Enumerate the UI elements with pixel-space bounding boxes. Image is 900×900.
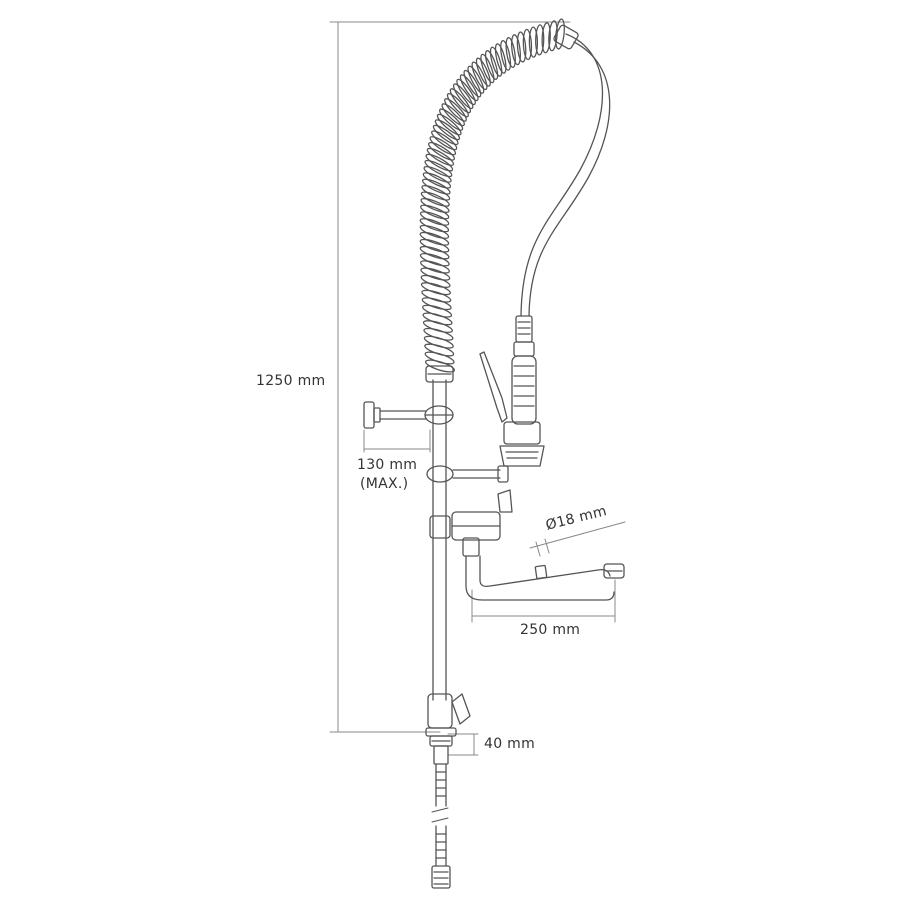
spray-head (499, 445, 545, 467)
spring-coil (422, 312, 453, 326)
valve-handle (497, 489, 513, 513)
hose-lower-ferrule (515, 315, 533, 343)
spring-coil (423, 335, 454, 349)
spring-base-collar (425, 365, 454, 383)
spring-coil (427, 141, 456, 161)
mixing-valve (429, 489, 513, 557)
spring-coil (446, 93, 469, 118)
spring-coil (419, 238, 450, 253)
supply-hose (431, 745, 451, 889)
spring-coil (528, 26, 539, 58)
spring-coil (421, 184, 451, 201)
hose-top-connector (553, 24, 579, 50)
dimension-lines (329, 21, 626, 756)
spring-coil (422, 304, 453, 318)
pre-rinse-spring (419, 18, 565, 373)
spring-coil (424, 343, 455, 357)
wall-bracket-reach-label: 130 mm (357, 457, 418, 473)
spring-coil (429, 136, 457, 156)
spring-coil (439, 108, 464, 131)
spring-coil (432, 124, 459, 146)
spout-reach-label: 250 mm (520, 622, 581, 638)
spring-coil (419, 211, 450, 226)
spring-coil (420, 198, 450, 213)
spring-coil (459, 74, 479, 102)
spring-coil (424, 159, 453, 178)
spring-coil (500, 40, 512, 71)
spout-outlet (603, 563, 625, 579)
spring-coil (471, 61, 488, 91)
spring-coil (511, 34, 521, 66)
break-mark-bottom (431, 817, 449, 823)
spring-coil (419, 245, 450, 260)
diameter-tick-a (535, 541, 541, 557)
spring-coil (449, 88, 472, 114)
spring-coil (419, 218, 450, 233)
spring-coil (422, 172, 452, 189)
spring-coil (494, 43, 507, 74)
wall-bracket-reach-note: (MAX.) (360, 476, 409, 492)
spring-coil (423, 327, 454, 341)
spring-coil (423, 166, 452, 183)
spring-coil (420, 191, 450, 207)
spring-coil (422, 320, 453, 334)
spring-coil (419, 252, 450, 267)
spring-coil (489, 46, 503, 77)
spring-coil (484, 50, 499, 80)
spring-coil (431, 130, 458, 151)
base-height-label: 40 mm (484, 736, 536, 752)
spring-coil (419, 231, 450, 246)
base-valve-handle (451, 693, 471, 725)
spring-coil (420, 282, 451, 296)
spring-coil (452, 83, 474, 110)
spring-coil (436, 113, 462, 136)
spring-coil (548, 20, 558, 52)
spray-holder-arm (426, 465, 509, 483)
spring-coil (434, 119, 461, 141)
spray-gun (479, 341, 545, 467)
spring-coil (420, 274, 451, 288)
supply-hose-nut (431, 865, 451, 889)
spring-coil (475, 57, 491, 87)
spring-coil (535, 24, 545, 56)
swivel-spout (465, 555, 625, 601)
total-height-label: 1250 mm (256, 373, 326, 389)
riser-column (425, 365, 454, 701)
spring-coil (444, 98, 467, 122)
flexible-hose (515, 24, 611, 343)
spring-coil (426, 147, 455, 166)
spring-coil (467, 65, 485, 94)
spring-coil (516, 31, 527, 63)
spring-coil (419, 224, 450, 239)
spring-coil (463, 69, 482, 98)
spray-trigger-lever (479, 351, 508, 423)
break-mark-top (431, 807, 449, 813)
spring-coil (420, 204, 450, 220)
spring-coil (425, 153, 454, 172)
spring-coil (441, 103, 465, 127)
base-valve (425, 693, 471, 747)
spring-coil (522, 28, 533, 61)
wall-bracket (363, 401, 454, 429)
spring-coil (420, 267, 451, 281)
spring-coil (505, 37, 516, 68)
diameter-tick-b (544, 538, 550, 554)
spring-coil (424, 351, 455, 365)
spring-coil (421, 289, 452, 303)
spring-coil (421, 178, 451, 195)
spring-coil (420, 260, 450, 274)
spring-coil (541, 22, 551, 54)
spring-coil (456, 78, 476, 106)
spring-coil (421, 297, 452, 311)
wall-plate (363, 401, 375, 429)
spring-coil (480, 53, 495, 84)
